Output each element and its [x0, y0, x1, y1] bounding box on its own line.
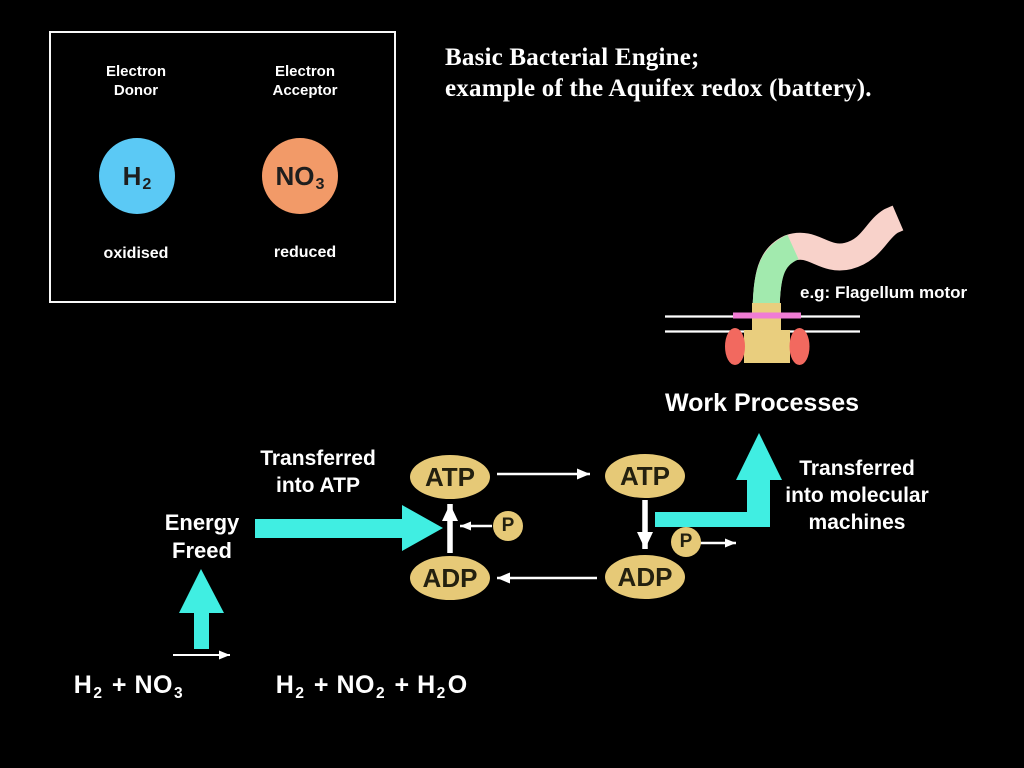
reduced-label: reduced: [273, 244, 337, 261]
adp-oval-left: ADP: [410, 556, 490, 600]
transferred-into-machines-label: Transferred into molecular machines: [785, 457, 929, 534]
motor-stator-left: [725, 328, 745, 365]
phosphate-circle-right: P: [671, 527, 701, 557]
slide-title: Basic Bacterial Engine; example of the A…: [445, 42, 872, 104]
redox-legend-box: Electron Donor Electron Acceptor H2 NO3 …: [49, 31, 396, 303]
equation-lhs: H2 + NO3: [73, 671, 184, 702]
slide-title-line1: Basic Bacterial Engine;: [445, 44, 700, 71]
electron-donor-label: Electron Donor: [105, 63, 167, 99]
atp-oval-left: ATP: [410, 455, 490, 499]
reaction-to-energy-arrow: [179, 569, 224, 649]
hydrogen-formula: H2: [122, 160, 152, 194]
equation-rhs: H2 + NO2 + H2O: [275, 671, 468, 702]
slide-title-line2: example of the Aquifex redox (battery).: [445, 75, 872, 102]
oxidised-label: oxidised: [103, 245, 169, 262]
adp-oval-right: ADP: [605, 555, 685, 599]
nitrate-circle: NO3: [262, 138, 338, 214]
motor-base: [744, 330, 790, 363]
hydrogen-circle: H2: [99, 138, 175, 214]
motor-stator-right: [789, 328, 810, 365]
transferred-into-atp-label: Transferred into ATP: [260, 447, 376, 497]
motor-ring: [733, 312, 801, 319]
nitrate-formula: NO3: [275, 160, 325, 194]
atp-to-work-arrow: [655, 433, 782, 527]
electron-acceptor-label: Electron Acceptor: [272, 63, 338, 99]
flagellum-motor-label: e.g: Flagellum motor: [800, 283, 968, 302]
work-processes-label: Work Processes: [664, 389, 860, 417]
energy-to-atp-arrow: [255, 505, 443, 551]
phosphate-circle-left: P: [493, 511, 523, 541]
energy-freed-label: Energy Freed: [164, 510, 240, 563]
atp-oval-right: ATP: [605, 454, 685, 498]
